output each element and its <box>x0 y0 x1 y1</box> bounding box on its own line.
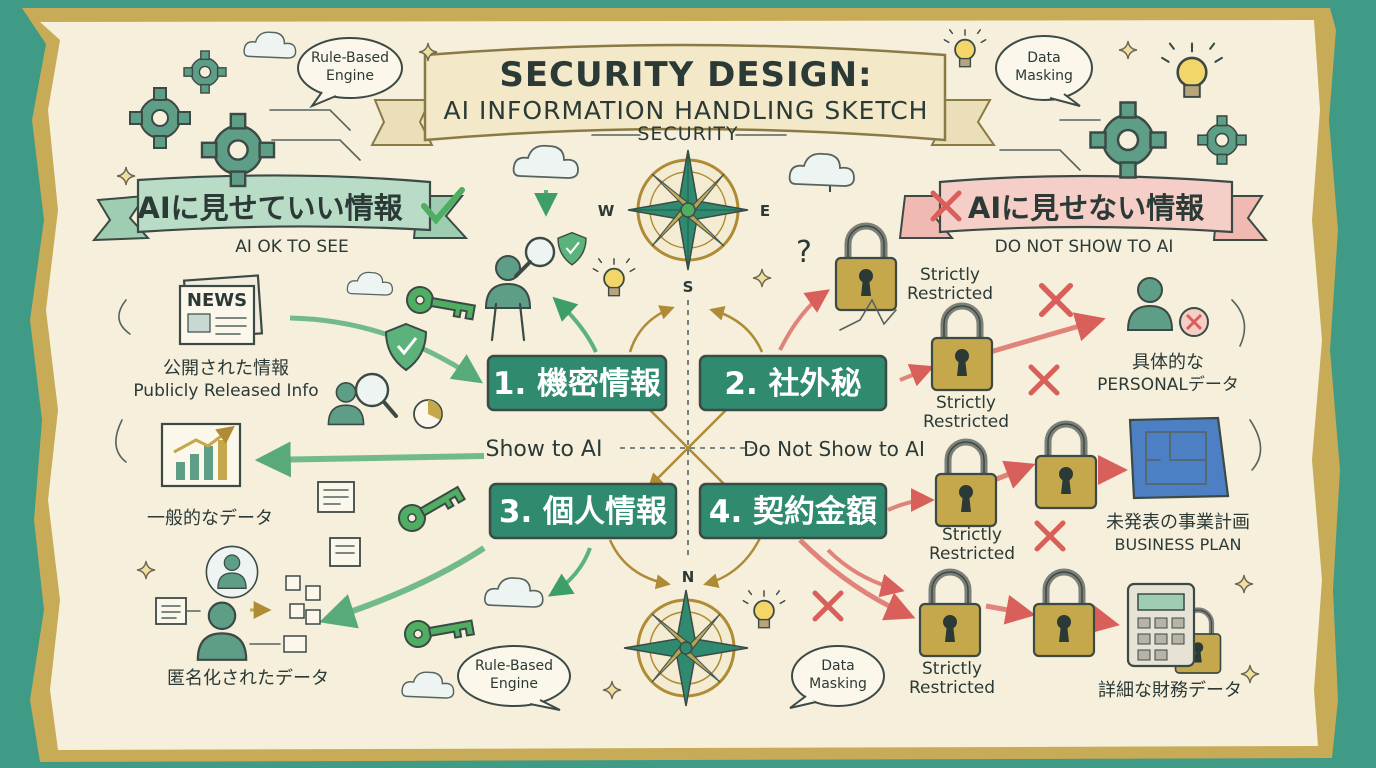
svg-text:Data: Data <box>1027 50 1060 66</box>
document-icon <box>317 481 361 567</box>
right-item-1-en: PERSONALデータ <box>1097 374 1239 395</box>
magnifier-icon <box>514 236 556 278</box>
speech-bubble-bottom-right: Data Masking <box>789 645 885 709</box>
svg-text:Restricted: Restricted <box>907 284 993 304</box>
left-item-1-en: Publicly Released Info <box>133 381 318 401</box>
svg-text:Engine: Engine <box>326 68 374 84</box>
svg-text:Strictly: Strictly <box>936 393 996 413</box>
svg-text:Strictly: Strictly <box>942 525 1002 545</box>
svg-text:Strictly: Strictly <box>920 265 980 285</box>
compass-bottom-n: N <box>682 568 695 586</box>
restricted-label: Strictly Restricted <box>907 265 993 304</box>
speech-bubble-top-left: Rule-Based Engine <box>297 37 403 109</box>
svg-text:Engine: Engine <box>490 676 538 692</box>
compass-icon <box>627 149 749 271</box>
svg-text:3. 個人情報: 3. 個人情報 <box>499 494 668 530</box>
left-item-3-jp: 匿名化されたデータ <box>167 668 329 689</box>
speech-bubble-bottom-left: Rule-Based Engine <box>457 645 571 711</box>
right-banner-subtitle: DO NOT SHOW TO AI <box>995 237 1174 257</box>
person-icon <box>205 545 259 599</box>
news-icon: NEWS <box>178 274 264 346</box>
svg-text:Data: Data <box>821 658 854 674</box>
right-item-2-en: BUSINESS PLAN <box>1115 535 1242 554</box>
bar-chart-icon <box>160 422 242 488</box>
calculator-icon <box>1126 582 1196 668</box>
compass-top-s: S <box>683 278 694 296</box>
svg-text:NEWS: NEWS <box>187 290 247 311</box>
question-mark-icon: ? <box>796 235 812 270</box>
right-item-3-jp: 詳細な財務データ <box>1098 680 1242 701</box>
svg-text:Restricted: Restricted <box>923 412 1009 432</box>
compass-top-w: W <box>598 202 615 220</box>
shield-check-icon <box>384 322 428 372</box>
left-banner-subtitle: AI OK TO SEE <box>235 237 348 257</box>
category-box-3[interactable]: 3. 個人情報 <box>488 482 678 540</box>
restricted-label: Strictly Restricted <box>929 525 1015 564</box>
right-banner: AIに見せない情報 DO NOT SHOW TO AI <box>898 174 1269 257</box>
restricted-label: Strictly Restricted <box>923 393 1009 432</box>
axis-label-left: Show to AI <box>486 437 603 462</box>
left-item-2-jp: 一般的なデータ <box>147 508 273 529</box>
title-subtitle: SECURITY <box>637 123 738 145</box>
svg-text:2. 社外秘: 2. 社外秘 <box>724 366 861 402</box>
title-banner: SECURITY DESIGN: AI INFORMATION HANDLING… <box>370 43 996 146</box>
title-line1: SECURITY DESIGN: <box>499 55 872 95</box>
restricted-label: Strictly Restricted <box>909 659 995 698</box>
svg-text:Masking: Masking <box>1015 68 1073 84</box>
svg-text:Rule-Based: Rule-Based <box>311 50 389 66</box>
title-line2: AI INFORMATION HANDLING SKETCH <box>444 96 929 125</box>
blueprint-icon <box>1128 416 1230 500</box>
svg-text:Rule-Based: Rule-Based <box>475 658 553 674</box>
svg-text:Strictly: Strictly <box>922 659 982 679</box>
svg-text:Restricted: Restricted <box>909 678 995 698</box>
right-item-1-jp: 具体的な <box>1132 352 1204 373</box>
left-banner-title: AIに見せていい情報 <box>137 191 403 225</box>
left-item-1-jp: 公開された情報 <box>163 358 289 379</box>
svg-text:1. 機密情報: 1. 機密情報 <box>493 366 662 402</box>
left-banner: AIに見せていい情報 AI OK TO SEE <box>91 174 469 257</box>
shield-check-icon <box>557 231 587 266</box>
check-icon <box>421 187 465 225</box>
svg-text:Restricted: Restricted <box>929 544 1015 564</box>
svg-text:4. 契約金額: 4. 契約金額 <box>709 494 877 530</box>
compass-icon <box>623 589 749 707</box>
category-box-2[interactable]: 2. 社外秘 <box>698 354 888 412</box>
speech-bubble-top-right: Data Masking <box>995 35 1093 107</box>
right-item-2-jp: 未発表の事業計画 <box>1106 512 1250 533</box>
axis-label-right: Do Not Show to AI <box>743 437 925 461</box>
document-icon <box>155 575 321 653</box>
compass-top-e: E <box>760 202 770 220</box>
svg-text:Masking: Masking <box>809 676 867 692</box>
category-box-4[interactable]: 4. 契約金額 <box>698 482 888 540</box>
right-banner-title: AIに見せない情報 <box>968 191 1205 225</box>
category-box-1[interactable]: 1. 機密情報 <box>486 354 668 412</box>
